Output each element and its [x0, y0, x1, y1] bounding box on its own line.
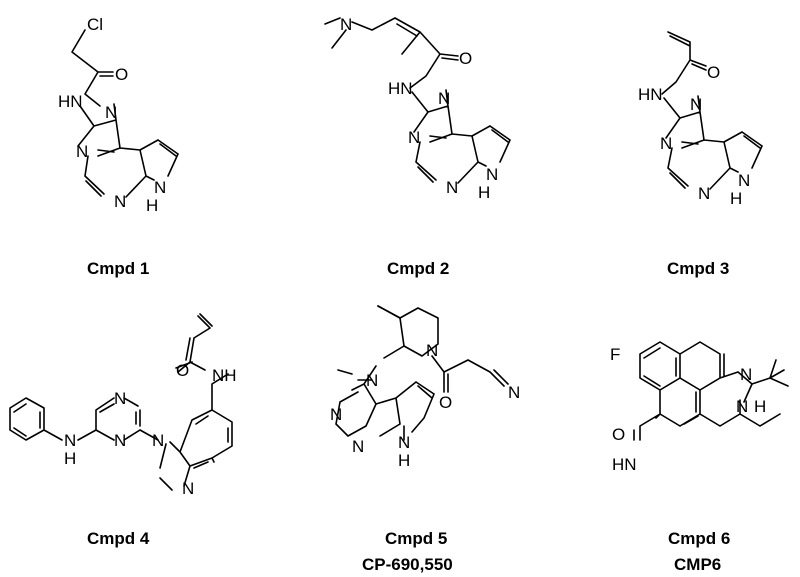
- cmpd4-pyrazine-n-atom-top: N: [114, 389, 126, 408]
- cmpd1-nh-atom: HN: [58, 92, 83, 111]
- cmpd6-imidazole-nh-n-atom: N: [736, 397, 748, 416]
- cmpd5-nitrile-n-atom: N: [508, 383, 520, 402]
- cmpd2-pyridine-n-atom: N: [446, 178, 458, 197]
- cmpd3-n1-atom: N: [690, 95, 702, 114]
- cmpd1-pyridine-n-atom: N: [114, 192, 126, 211]
- cmpd2-pyrrole-n-atom: N: [486, 165, 498, 184]
- cmpd4-pyrazine-bonds: [77, 397, 159, 441]
- cmpd6-subcaption: CMP6: [674, 555, 721, 574]
- compound-1: Cl O HN N N N N H Cmpd 1: [58, 15, 179, 278]
- cmpd3-n3-atom: N: [660, 134, 672, 153]
- cmpd4-benzimidazole-n3-atom: N: [182, 479, 194, 498]
- compound-4-structure: O NH N H N N N N: [9, 313, 237, 498]
- compound-1-structure: Cl O HN N N N N H: [58, 15, 179, 215]
- cmpd2-dimethylaminocrotonyl-bonds: [324, 17, 459, 89]
- cmpd3-tricycle-bonds: [663, 95, 763, 190]
- cmpd2-nh-atom: HN: [388, 79, 413, 98]
- cmpd1-pyrrole-h-atom: H: [146, 196, 158, 215]
- cmpd4-pyrazine-n-atom-bottom: N: [114, 431, 126, 450]
- cmpd2-dimethylamino-n-atom: N: [340, 15, 352, 34]
- cmpd1-n1-atom: N: [105, 103, 117, 122]
- cmpd1-o-atom: O: [115, 65, 128, 84]
- cmpd4-caption: Cmpd 4: [87, 529, 150, 548]
- compound-2: N O HN N N N N H Cmpd 2: [324, 15, 511, 278]
- cmpd5-pyrimidine-n-atom-bottom: N: [352, 437, 364, 456]
- cmpd6-imidazole-n-atom: N: [740, 365, 752, 384]
- cmpd1-tricycle-bonds: [77, 103, 179, 198]
- cmpd5-pyrrole-n-atom: N: [398, 433, 410, 452]
- cmpd6-caption: Cmpd 6: [668, 529, 730, 548]
- compound-3-structure: O HN N N N N H: [638, 31, 763, 208]
- cmpd5-o-atom: O: [439, 393, 452, 412]
- compound-4: O NH N H N N N N Cmpd 4: [9, 313, 237, 548]
- cmpd3-pyridine-n-atom: N: [698, 184, 710, 203]
- cmpd3-nh-atom: HN: [638, 85, 663, 104]
- cmpd2-n1-atom: N: [438, 89, 450, 108]
- cmpd1-caption: Cmpd 1: [87, 259, 149, 278]
- cmpd5-pyrimidine-n-atom-top: N: [330, 405, 342, 424]
- cmpd4-aniline-h-atom: H: [64, 449, 76, 468]
- cmpd1-n3-atom: N: [76, 142, 88, 161]
- cmpd4-aniline-n-atom: N: [64, 431, 76, 450]
- cmpd3-caption: Cmpd 3: [667, 259, 729, 278]
- cmpd5-methyl-wedges: [337, 305, 401, 375]
- cmpd3-pyrrole-h-atom: H: [730, 189, 742, 208]
- cmpd4-amide-nh-atom: NH: [212, 366, 237, 385]
- compound-5-structure: N N O N N N N H: [330, 305, 520, 470]
- cmpd5-subcaption: CP-690,550: [362, 555, 453, 574]
- compound-6-structure: F O HN N N H: [610, 341, 789, 474]
- cmpd2-pyrrole-h-atom: H: [478, 183, 490, 202]
- cmpd5-methylamino-n-atom: N: [366, 371, 378, 390]
- compound-6: F O HN N N H Cmpd 6 CMP6: [610, 341, 789, 574]
- cmpd5-piperidine-n-atom: N: [426, 341, 438, 360]
- cmpd5-pyrrole-h-atom: H: [398, 451, 410, 470]
- cmpd5-cyanoacetyl-bonds: [431, 355, 509, 393]
- cmpd4-acrylamide-bonds: [175, 313, 229, 411]
- cmpd4-benzimidazole-bonds: [159, 409, 233, 491]
- cmpd6-imidazole-nh-h-atom: H: [754, 397, 766, 416]
- cmpd2-caption: Cmpd 2: [387, 259, 449, 278]
- cmpd6-o-atom: O: [612, 425, 625, 444]
- cmpd5-pyrrolopyrimidine-bonds: [335, 365, 435, 441]
- cmpd6-tetracycle-bonds: [633, 341, 789, 441]
- compound-3: O HN N N N N H Cmpd 3: [638, 31, 763, 278]
- cmpd2-n3-atom: N: [408, 128, 420, 147]
- cmpd1-cl-atom: Cl: [87, 15, 103, 34]
- cmpd1-chloroacetyl-bonds: [71, 29, 114, 107]
- cmpd4-phenyl-bonds: [9, 397, 63, 441]
- cmpd1-pyrrole-n-atom: N: [154, 178, 166, 197]
- cmpd3-o-atom: O: [707, 63, 720, 82]
- compound-2-structure: N O HN N N N N H: [324, 15, 511, 202]
- cmpd4-o-atom: O: [176, 361, 189, 380]
- cmpd5-caption: Cmpd 5: [385, 529, 447, 548]
- cmpd6-f-atom: F: [610, 345, 620, 364]
- cmpd3-acryloyl-bonds: [661, 31, 707, 95]
- cmpd2-tricycle-bonds: [411, 89, 511, 184]
- cmpd4-benzimidazole-n1-atom: N: [152, 431, 164, 450]
- cmpd2-o-atom: O: [459, 49, 472, 68]
- cmpd6-hn-atom: HN: [612, 455, 637, 474]
- compound-5: N N O N N N N H Cmpd 5 CP-690,550: [330, 305, 520, 574]
- cmpd5-piperidine-bonds: [377, 305, 439, 359]
- cmpd3-pyrrole-n-atom: N: [738, 171, 750, 190]
